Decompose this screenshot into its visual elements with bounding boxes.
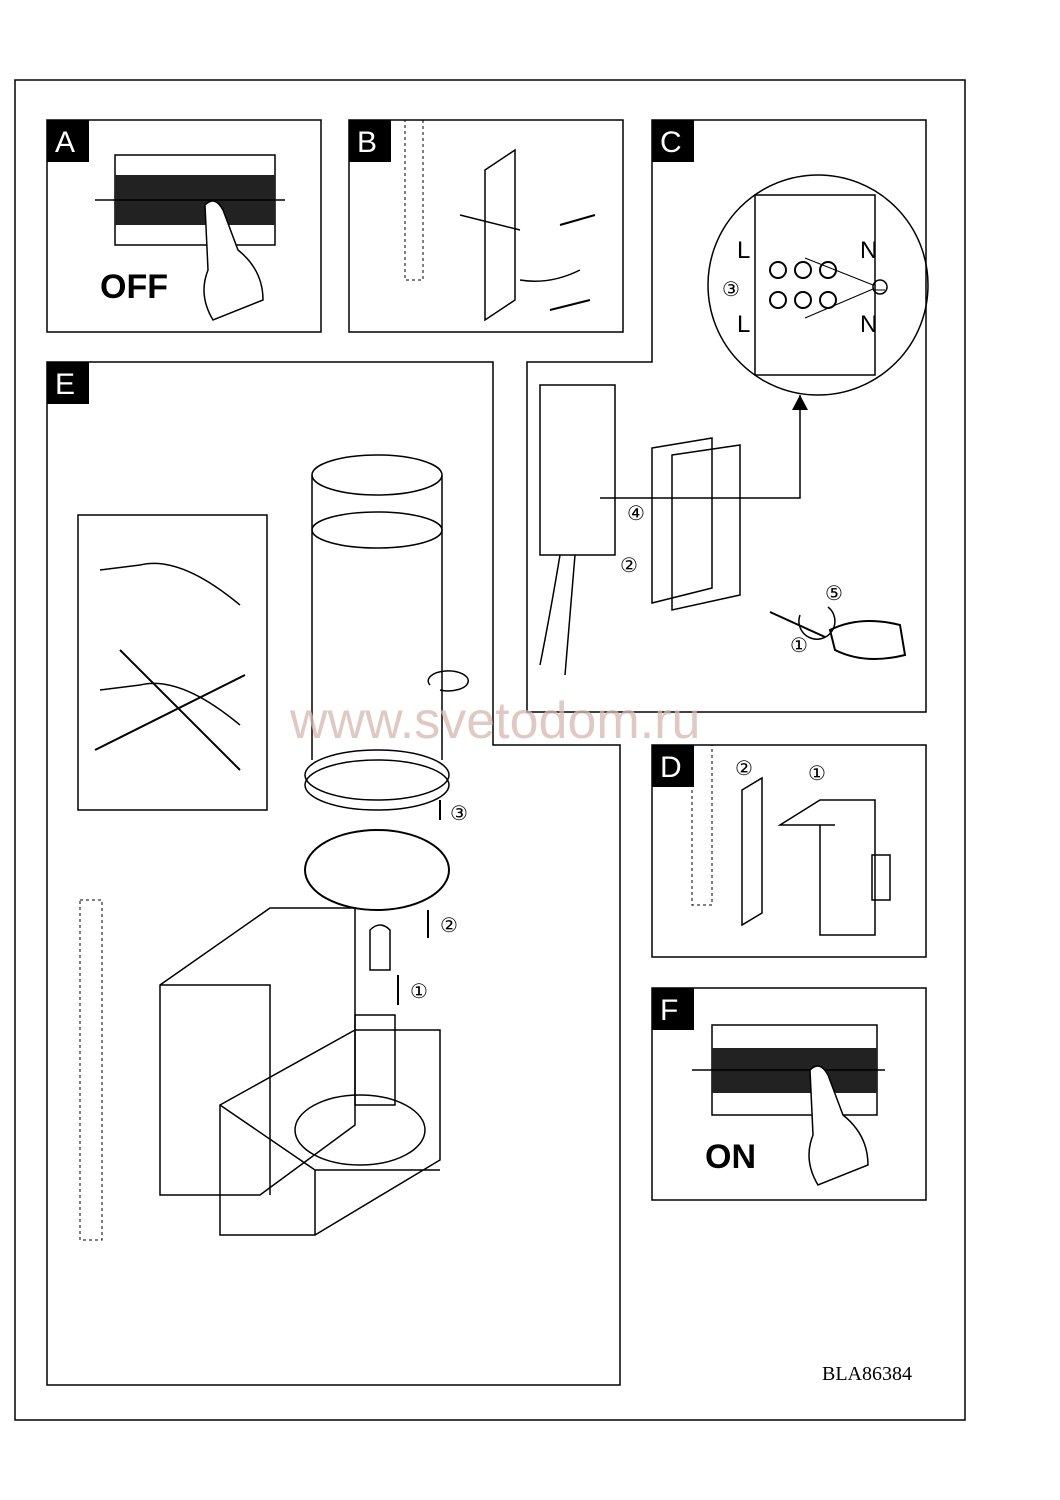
terminal-n-bottom: N [860,311,877,338]
step-1: ① [808,761,826,785]
step-2: ② [735,756,753,780]
panel-e-label: E [55,368,75,401]
lamp-glass-icon [304,454,450,811]
terminal-l-bottom: L [737,311,750,338]
step-1: ① [410,979,428,1003]
panel-a-label: A [55,126,75,159]
panel-d: D ② ① [651,744,927,958]
panel-d-label: D [660,751,682,784]
terminal-detail-circle [707,174,929,396]
step-5: ⑤ [825,581,843,605]
step-2: ② [440,913,458,937]
terminal-n-top: N [860,237,877,264]
page-frame [14,79,966,1421]
cable-icon-c [539,554,576,676]
cable-icon [459,214,581,282]
no-touch-cross-icon [94,649,246,771]
hand-icon [808,1065,869,1186]
gasket-ring [304,829,450,911]
hand-icon [99,562,241,726]
circuit-breaker-icon [692,1024,885,1116]
rotate-arrow-icon [427,670,469,692]
hand-icon [203,200,264,321]
step-4: ④ [627,501,645,525]
bracket-icon [741,776,763,927]
on-text: ON [705,1138,756,1176]
watermark: www.svetodom.ru [289,692,700,750]
screwdriver-icon [769,611,907,660]
terminal-screws [769,261,837,309]
terminal-l-top: L [737,237,750,264]
panel-e: E ③ ② ① [46,361,621,1386]
cover-plates [651,437,741,611]
panel-a: A OFF [46,119,322,333]
rotate-arrow-icon [798,606,836,640]
screw-icon [549,214,596,311]
wall-hatch [404,119,424,281]
halogen-bulb-icon [369,924,391,971]
circuit-breaker-icon [95,154,285,246]
earth-ground-icon [804,257,888,319]
lamp-body-icon [777,799,876,936]
panel-b-label: B [357,126,377,159]
model-code: BLA86384 [822,1363,912,1385]
off-text: OFF [100,268,168,306]
lamp-body-icon [159,907,356,1196]
panel-b: B [348,119,624,333]
detail-arrow [600,395,801,499]
step-3: ③ [450,801,468,825]
wall-hatch [79,899,103,1241]
panel-c: C L N L N ③ ④ ② ⑤ ① [526,119,929,713]
step-3: ③ [722,277,740,301]
panel-f-label: F [660,994,678,1027]
panel-c-label: C [660,126,682,159]
handling-inset [77,514,268,811]
step-1: ① [790,633,808,657]
junction-box-icon [539,384,616,556]
bracket-icon [484,148,516,322]
step-2: ② [620,553,638,577]
lamp-base-icon [219,1029,441,1236]
lamp-socket-icon [354,1014,396,1106]
terminal-block-icon [754,194,876,376]
panel-f: F ON [651,987,927,1201]
